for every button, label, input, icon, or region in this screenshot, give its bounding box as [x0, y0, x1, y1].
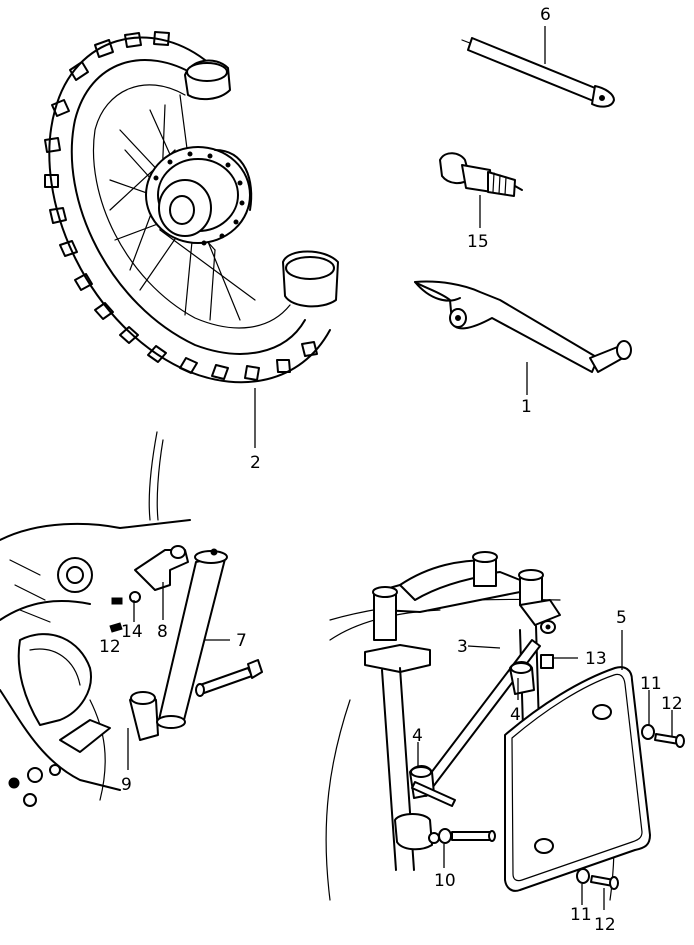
- callout-1: 1: [521, 397, 532, 417]
- leader-12-left: [112, 625, 119, 629]
- callout-7: 7: [236, 631, 247, 651]
- engine-section: [0, 431, 191, 801]
- callout-8: 8: [157, 622, 168, 642]
- callout-15: 15: [467, 232, 489, 252]
- callout-13: 13: [585, 649, 607, 669]
- callout-11-upper: 11: [640, 674, 662, 694]
- bolt-7: [195, 659, 263, 697]
- fasteners-right: [428, 620, 685, 890]
- callout-14: 14: [121, 622, 143, 642]
- number-plate: [504, 666, 651, 892]
- callout-9: 9: [121, 775, 132, 795]
- callout-12-left: 12: [99, 637, 121, 657]
- callout-12-upper: 12: [661, 694, 683, 714]
- plate-stay: [409, 639, 541, 807]
- callout-2: 2: [250, 453, 261, 473]
- front-forks: [325, 551, 615, 901]
- spanner-tool: [414, 280, 632, 373]
- callout-3: 3: [457, 637, 468, 657]
- callout-12-lower: 12: [594, 915, 616, 935]
- spark-plug: [439, 152, 523, 197]
- callout-11-lower: 11: [570, 905, 592, 925]
- callout-4-upper: 4: [510, 705, 521, 725]
- callout-5: 5: [616, 608, 627, 628]
- callout-10: 10: [434, 871, 456, 891]
- stand-bracket: [59, 545, 189, 753]
- shock-absorber: [156, 548, 228, 729]
- rear-wheel-tire: [44, 31, 339, 384]
- callout-4-lower: 4: [412, 726, 423, 746]
- leader-3: [467, 645, 501, 649]
- rear-axle: [461, 37, 615, 108]
- callout-6: 6: [540, 5, 551, 25]
